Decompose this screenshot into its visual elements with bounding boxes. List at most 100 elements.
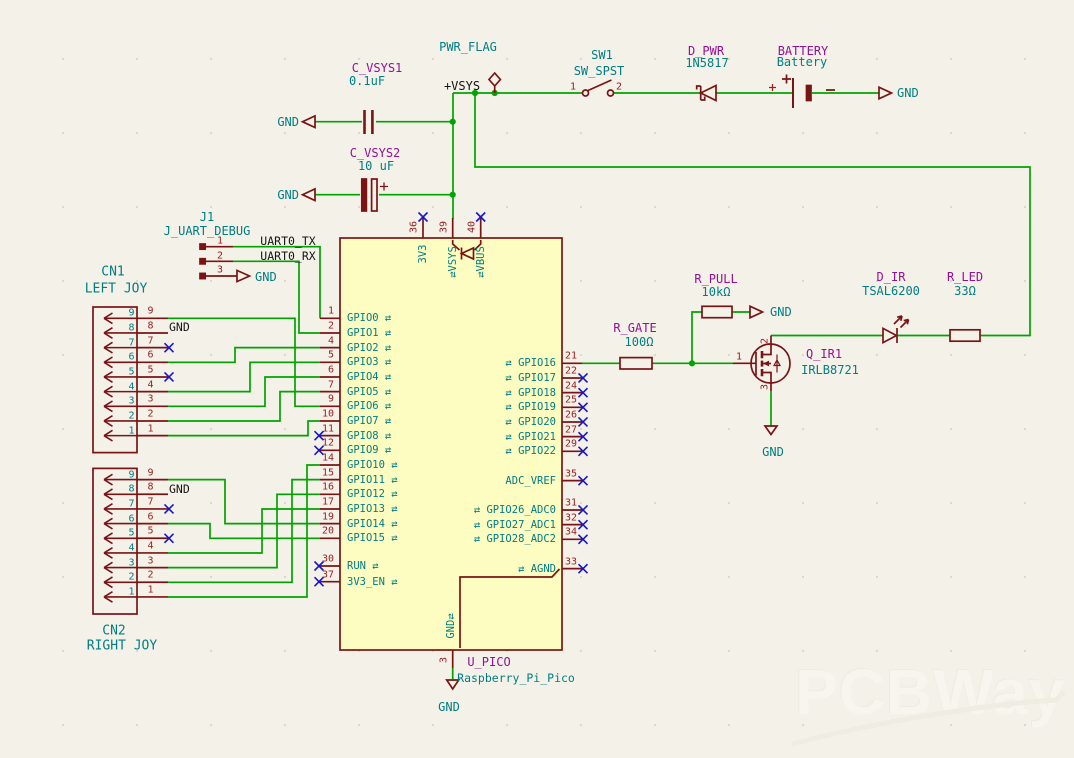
cn1-pin-number-3: 3 [147, 393, 154, 405]
pin-name-GPIO3: GPIO3 ⇄ [347, 356, 392, 369]
pico-ref: U_PICO [467, 655, 511, 669]
pin-name-GPIO26_ADC0: ⇄ GPIO26_ADC0 [473, 503, 556, 516]
mosfet-pin3: 3 [759, 383, 771, 391]
wire-gate-rpull [691, 311, 702, 364]
junction-dot [449, 118, 456, 125]
no-connect-x [577, 519, 589, 530]
battery-symbol [769, 74, 835, 108]
junction-dot [688, 360, 696, 367]
connector-arrow [103, 537, 113, 545]
gnd-label-mosfet: GND [762, 445, 784, 459]
pin-number-GPIO13: 17 [321, 496, 334, 508]
connector-arrow [103, 346, 113, 354]
pin-number-3V3_EN: 37 [321, 569, 334, 581]
no-connect-x [577, 431, 589, 442]
r-pull-body [701, 305, 733, 319]
cn2-box [92, 467, 138, 615]
cn1-pin-name-3: 3 [128, 395, 135, 407]
pin-name-GPIO27_ADC1: ⇄ GPIO27_ADC1 [473, 518, 556, 531]
gnd-arrow-c1 [300, 114, 316, 129]
pin-name-GPIO18: ⇄ GPIO18 [505, 386, 556, 399]
pin-name-VSYS: ⇄VSYS [446, 246, 459, 278]
cn2-pin-name-7: 7 [128, 498, 135, 510]
pin-name-GPIO10: GPIO10 ⇄ [347, 458, 398, 471]
pin-name-GPIO28_ADC2: ⇄ GPIO28_ADC2 [473, 533, 556, 546]
pin-name-GPIO11: GPIO11 ⇄ [347, 473, 398, 486]
pin-number-GPIO11: 15 [321, 467, 334, 479]
wire-cn2-9 [168, 478, 320, 525]
mosfet-value: IRLB8721 [801, 363, 859, 377]
pin-name-GPIO21: ⇄ GPIO21 [505, 430, 556, 443]
pin-name-GPIO2: GPIO2 ⇄ [347, 341, 392, 354]
connector-arrow [103, 552, 113, 559]
no-connect-x [163, 533, 175, 544]
pin-number-GPIO1: 2 [327, 320, 334, 332]
pico-internal-gnd-name: GND⇄ [445, 613, 457, 639]
cn1-pin-name-4: 4 [128, 381, 135, 393]
pin-name-GPIO16: ⇄ GPIO16 [505, 357, 556, 370]
pico-pin3-number: 3 [438, 656, 450, 664]
pin-name-GPIO22: ⇄ GPIO22 [505, 445, 556, 458]
wire-cn2-1 [168, 464, 320, 598]
connector-arrow [103, 420, 113, 427]
pin-number-GPIO27_ADC1: 32 [565, 512, 578, 524]
cn1-pin-name-5: 5 [128, 366, 135, 378]
d-ir-value: TSAL6200 [862, 284, 920, 298]
d-ir-ref: D_IR [876, 270, 906, 284]
pin-name-GPIO17: ⇄ GPIO17 [505, 371, 556, 384]
gnd-label-c1: GND [277, 114, 299, 129]
cn2-pin-number-1: 1 [147, 584, 154, 596]
cn1-pin-number-8: 8 [147, 320, 154, 332]
wire-cn1-2 [168, 390, 320, 422]
pin-name-GPIO19: ⇄ GPIO19 [505, 401, 556, 414]
no-connect-x [313, 576, 325, 587]
connector-arrow [103, 473, 113, 481]
no-connect-x [417, 211, 429, 223]
cn1-pin-name-7: 7 [128, 337, 135, 349]
pin-number-GPIO0: 1 [327, 305, 334, 317]
cn2-pin-number-4: 4 [147, 540, 154, 552]
c-vsys2-ref: C_VSYS2 [349, 146, 401, 160]
connector-arrow [103, 356, 113, 363]
pin-name-GPIO12: GPIO12 ⇄ [347, 488, 398, 501]
no-connect-x [577, 563, 589, 574]
j1-pin3: 3 [216, 264, 224, 276]
pin-name-GPIO5: GPIO5 ⇄ [347, 385, 392, 398]
pin-name-3V3: 3V3 [417, 244, 429, 264]
connector-arrow [103, 532, 113, 539]
pin-number-GPIO5: 7 [327, 379, 334, 391]
gnd-triangle-mosfet [763, 425, 779, 436]
pin-name-3V3_EN: 3V3_EN ⇄ [347, 575, 398, 588]
pin-number-GPIO10: 14 [321, 452, 334, 464]
wires [168, 92, 1031, 679]
pico-value: Raspberry_Pi_Pico [457, 671, 575, 685]
cn2-pin-number-5: 5 [147, 525, 154, 537]
cn1-pin-name-6: 6 [128, 351, 135, 363]
pin-number-3V3: 36 [408, 220, 420, 234]
cn1-pin-number-2: 2 [147, 408, 154, 420]
pin-number-GPIO21: 27 [565, 424, 578, 436]
sw1-pin1: 1 [569, 81, 577, 93]
sw1-ref: SW1 [591, 48, 613, 62]
pin-name-GPIO15: GPIO15 ⇄ [347, 532, 398, 545]
pin-name-GPIO6: GPIO6 ⇄ [347, 400, 392, 413]
r-led-value: 33Ω [954, 284, 976, 298]
net-label-uart0-tx: UART0_TX [260, 233, 316, 248]
wire-cn1-6 [168, 346, 320, 364]
pin-number-GPIO28_ADC2: 34 [565, 526, 578, 538]
cn2-pin-name-3: 3 [128, 557, 135, 569]
pin-name-RUN: RUN ⇄ [347, 560, 379, 572]
cn2-pin-name-9: 9 [128, 469, 135, 481]
connector-arrow [103, 590, 113, 598]
connector-arrow [103, 522, 113, 530]
gnd-arrow-c2 [300, 187, 316, 202]
cn1-ref: CN1 [101, 264, 125, 280]
ir-led-symbol [882, 315, 910, 345]
connector-arrow [103, 488, 113, 495]
j1-value: J_UART_DEBUG [163, 224, 251, 238]
wire-cn2-2 [168, 478, 320, 584]
mosfet-pin2: 2 [759, 337, 771, 345]
mosfet-ref: Q_IR1 [805, 347, 843, 361]
mosfet-symbol [733, 335, 791, 391]
